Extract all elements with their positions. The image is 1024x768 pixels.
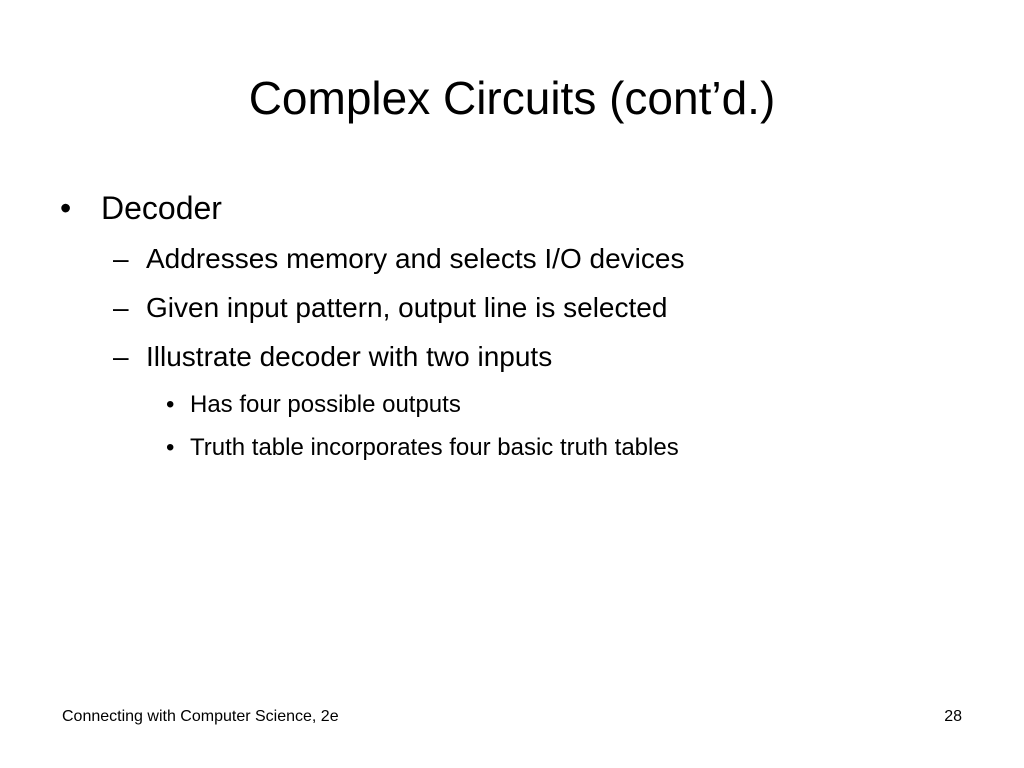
bullet-text: Truth table incorporates four basic trut… [190,434,679,461]
dash-marker: – [113,292,129,323]
bullet-marker: • [166,434,175,461]
bullet-text: Decoder [101,190,222,226]
dash-marker: – [113,243,129,274]
bullet-text: Has four possible outputs [190,391,461,418]
bullet-marker: • [60,190,72,226]
bullet-text: Given input pattern, output line is sele… [146,292,668,323]
bullet-marker: • [166,391,175,418]
bullet-text: Illustrate decoder with two inputs [146,341,553,372]
footer-source: Connecting with Computer Science, 2e [62,708,339,725]
dash-marker: – [113,341,129,372]
page-number: 28 [944,708,962,725]
bullet-text: Addresses memory and selects I/O devices [146,243,685,274]
slide-title: Complex Circuits (cont’d.) [248,72,776,124]
